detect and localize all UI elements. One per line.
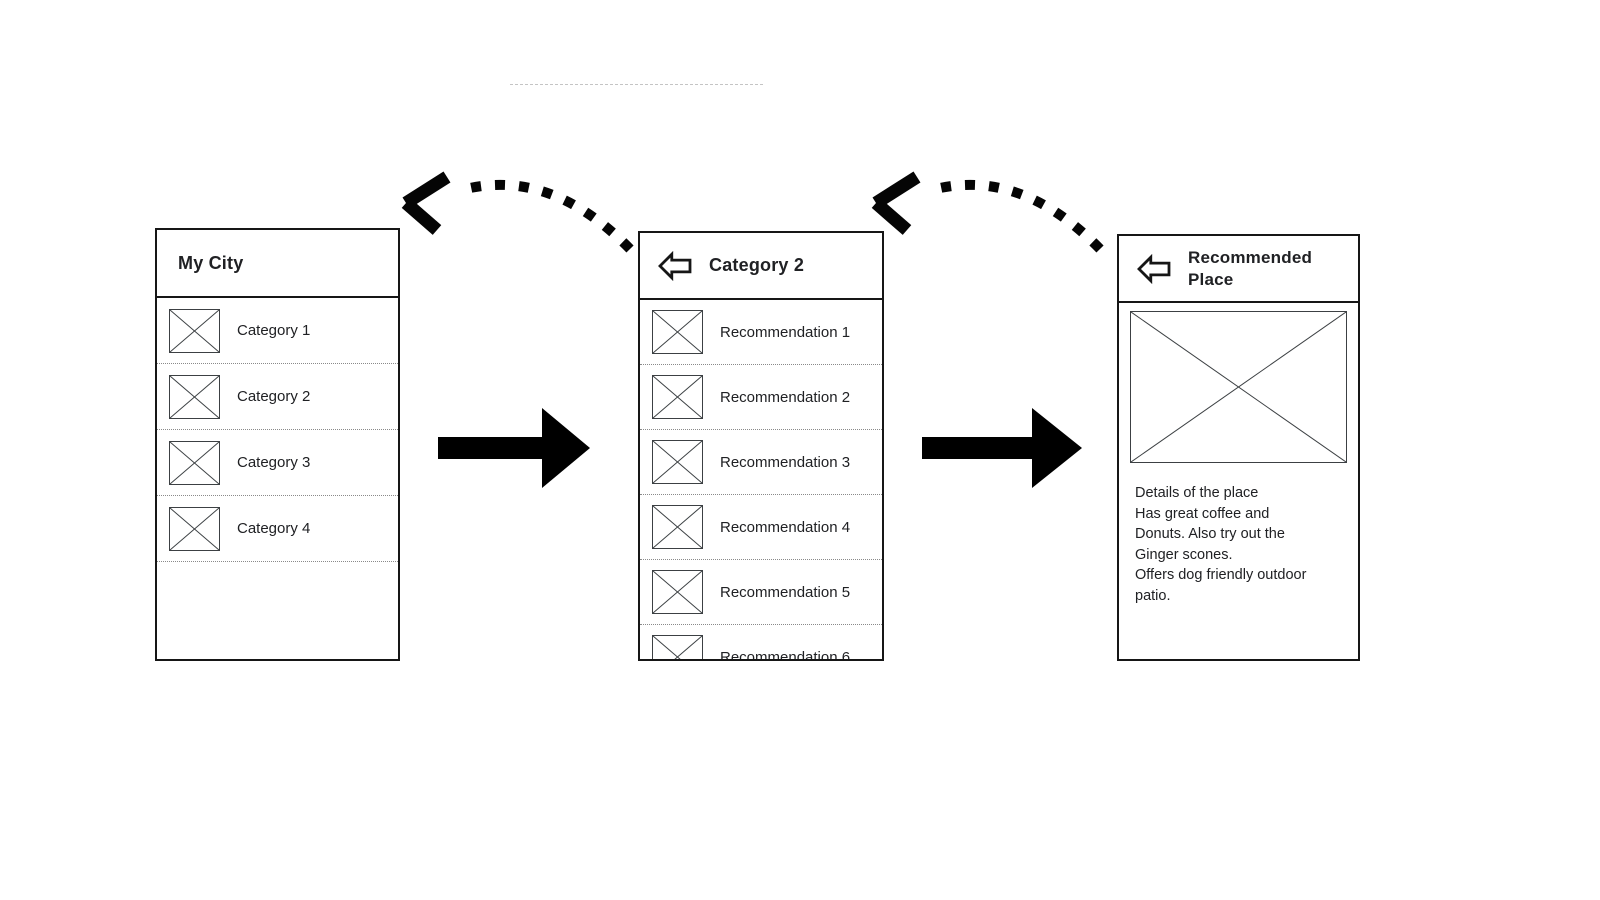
image-placeholder-icon: [652, 505, 703, 549]
details-line: Details of the place: [1135, 485, 1259, 501]
details-line: patio.: [1135, 587, 1171, 604]
image-placeholder-icon: [652, 570, 703, 614]
image-placeholder-icon: [652, 310, 703, 354]
screen-recommended-place: Recommended Place Details of the place H…: [1117, 234, 1360, 661]
list-item-label: Recommendation 5: [720, 583, 851, 601]
list-item-label: Recommendation 6: [720, 648, 851, 661]
image-placeholder-icon: [169, 308, 220, 353]
page-title: My City: [178, 252, 244, 273]
image-placeholder-icon: [1130, 311, 1347, 463]
list-item-category-4[interactable]: Category 4: [157, 496, 398, 562]
image-placeholder-icon: [169, 506, 220, 551]
image-placeholder-icon: [652, 635, 703, 659]
image-placeholder-icon: [652, 440, 703, 484]
screen-my-city: My City Category 1 Category 2 Category 3…: [155, 228, 400, 661]
dotted-divider: [510, 84, 763, 85]
details-line: Offers dog friendly outdoor: [1135, 567, 1307, 583]
list-item-category-3[interactable]: Category 3: [157, 430, 398, 496]
list-item-category-2[interactable]: Category 2: [157, 364, 398, 430]
list-item-label: Recommendation 3: [720, 453, 851, 471]
details-line: Ginger scones.: [1135, 546, 1233, 563]
list-item-recommendation-2[interactable]: Recommendation 2: [640, 365, 882, 430]
list-item-label: Category 3: [237, 454, 311, 471]
list-item-label: Category 4: [237, 520, 311, 537]
screen-recommended-place-header: Recommended Place: [1119, 236, 1358, 303]
screen-my-city-header: My City: [157, 230, 398, 298]
screen-category-2: Category 2 Recommendation 1 Recommendati…: [638, 231, 884, 661]
list-item-recommendation-6[interactable]: Recommendation 6: [640, 625, 882, 661]
back-arrow-icon[interactable]: [656, 250, 694, 281]
page-title: Category 2: [709, 255, 805, 276]
details-line: Donuts. Also try out the: [1135, 526, 1285, 542]
solid-right-arrow-icon: [438, 407, 590, 489]
image-placeholder-icon: [169, 440, 220, 485]
list-item-label: Category 1: [237, 322, 311, 339]
page-title: Recommended Place: [1188, 248, 1313, 289]
image-placeholder-icon: [169, 374, 220, 419]
list-item-label: Recommendation 2: [720, 388, 851, 406]
list-item-recommendation-3[interactable]: Recommendation 3: [640, 430, 882, 495]
back-arrow-icon[interactable]: [1135, 253, 1173, 284]
image-placeholder-icon: [652, 375, 703, 419]
place-details: Details of the place Has great coffee an…: [1119, 463, 1358, 606]
list-item-recommendation-4[interactable]: Recommendation 4: [640, 495, 882, 560]
details-line: Has great coffee and: [1135, 505, 1270, 522]
list-item-label: Category 2: [237, 388, 311, 405]
list-item-recommendation-1[interactable]: Recommendation 1: [640, 300, 882, 365]
list-item-category-1[interactable]: Category 1: [157, 298, 398, 364]
list-item-label: Recommendation 1: [720, 323, 851, 341]
list-item-label: Recommendation 4: [720, 518, 851, 536]
dotted-curved-left-arrow-icon: [392, 165, 642, 265]
screen-category-2-header: Category 2: [640, 233, 882, 300]
list-item-recommendation-5[interactable]: Recommendation 5: [640, 560, 882, 625]
solid-right-arrow-icon: [922, 407, 1082, 489]
dotted-curved-left-arrow-icon: [862, 165, 1112, 265]
